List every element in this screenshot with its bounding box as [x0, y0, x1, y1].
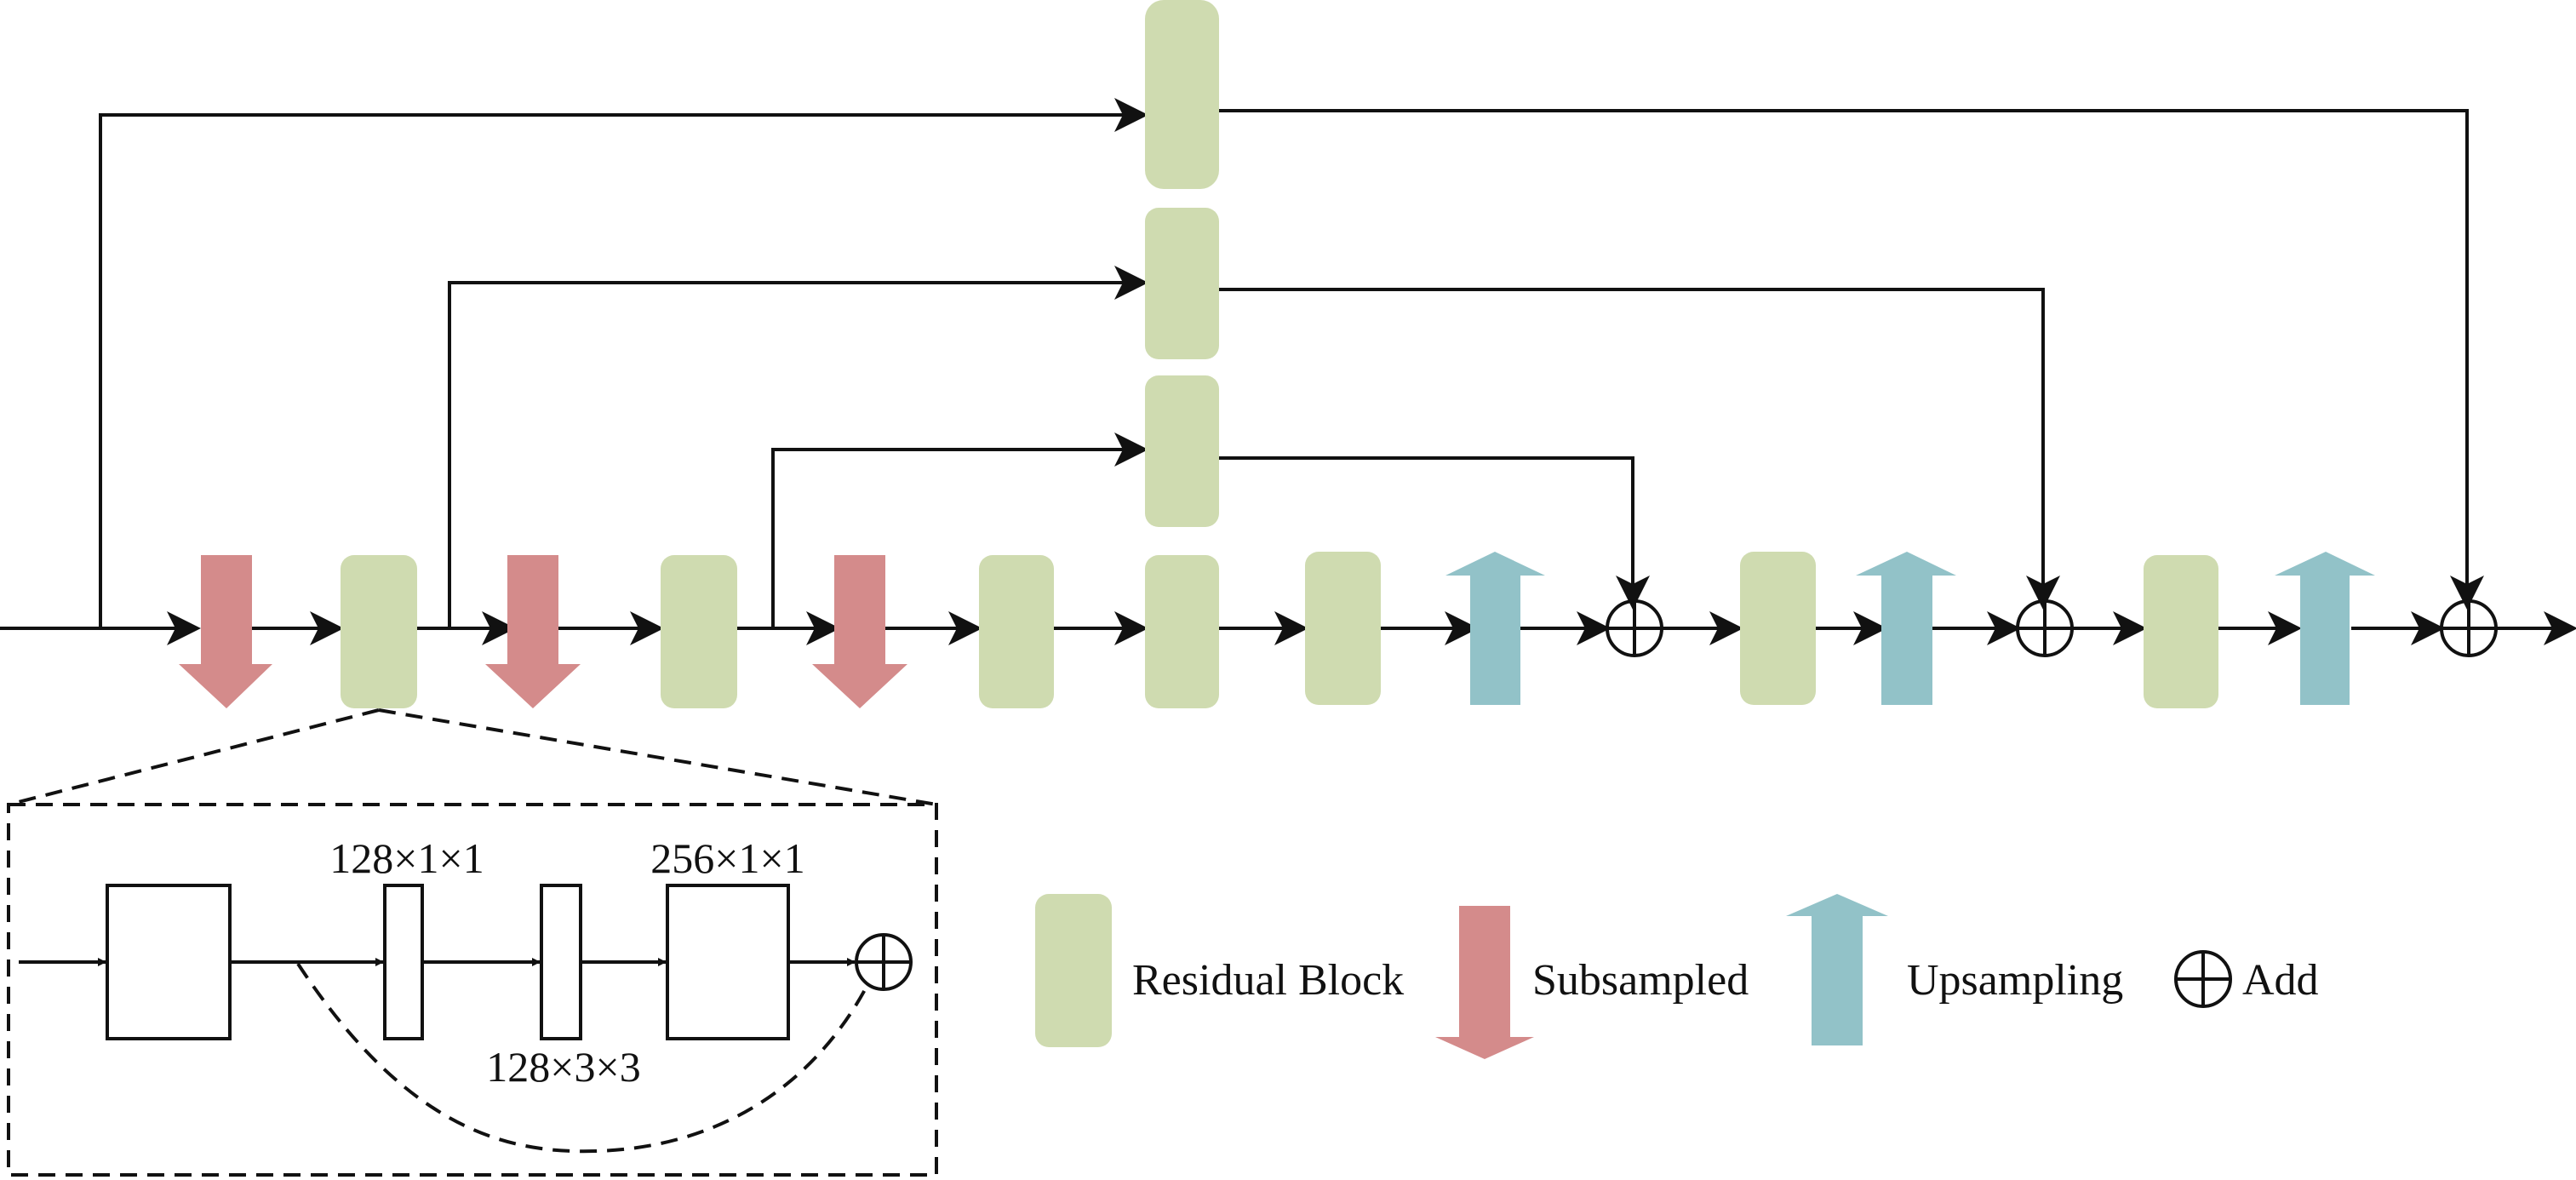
- residual-block: [1145, 208, 1219, 359]
- circle-plus-icon: [1606, 599, 1663, 657]
- residual-block: [1145, 0, 1219, 189]
- residual-block: [2144, 555, 2218, 708]
- skip-line-middle-out: [1219, 288, 2060, 610]
- residual-block: [1305, 552, 1381, 705]
- up-arrow-icon: [1445, 552, 1545, 705]
- circle-plus-icon: [2174, 950, 2232, 1008]
- legend-subsampled-label: Subsampled: [1532, 956, 1749, 1005]
- residual-block: [341, 555, 417, 708]
- circle-plus-icon: [855, 933, 913, 991]
- up-arrow-icon: [1786, 894, 1888, 1045]
- up-arrow-icon: [2275, 552, 2375, 705]
- residual-block-detail: 128×1×1 128×3×3 256×1×1: [7, 803, 938, 1177]
- conv2-label: 128×3×3: [486, 1043, 640, 1091]
- residual-block: [1740, 552, 1816, 705]
- down-arrow-icon: [485, 555, 581, 708]
- skip-connections: [99, 98, 2484, 628]
- skip-line-inner-in: [771, 432, 1148, 628]
- conv1x1-b-box: [666, 884, 790, 1040]
- conv1-label: 128×1×1: [329, 834, 484, 882]
- skip-line-outer-in: [99, 98, 1148, 628]
- residual-block: [1145, 375, 1219, 527]
- residual-block: [979, 555, 1054, 708]
- legend-add-label: Add: [2242, 956, 2319, 1005]
- conv1x1-a-box: [383, 884, 424, 1040]
- up-arrow-icon: [1856, 552, 1956, 705]
- shortcut-dashed-curve: [296, 962, 870, 1154]
- circle-plus-icon: [2440, 599, 2498, 657]
- conv3x3-box: [540, 884, 582, 1040]
- detail-dashed-frame: [7, 803, 938, 1177]
- legend-residual-swatch: [1035, 894, 1112, 1047]
- residual-block: [1145, 555, 1219, 708]
- skip-line-inner-out: [1219, 456, 1650, 610]
- residual-block: [661, 555, 737, 708]
- down-arrow-icon: [812, 555, 907, 708]
- circle-plus-icon: [2016, 599, 2074, 657]
- down-arrow-icon: [179, 555, 272, 708]
- skip-line-middle-in: [448, 266, 1148, 628]
- zoom-indicator: [8, 708, 937, 806]
- down-arrow-icon: [1435, 906, 1534, 1059]
- legend-upsampling-label: Upsampling: [1907, 956, 2123, 1005]
- legend-residual-label: Residual Block: [1132, 956, 1404, 1005]
- detail-input-box: [106, 884, 232, 1040]
- conv3-label: 256×1×1: [650, 834, 804, 882]
- legend: Residual Block Subsampled Upsampling Add: [1035, 894, 2319, 1059]
- skip-line-outer-out: [1219, 109, 2484, 610]
